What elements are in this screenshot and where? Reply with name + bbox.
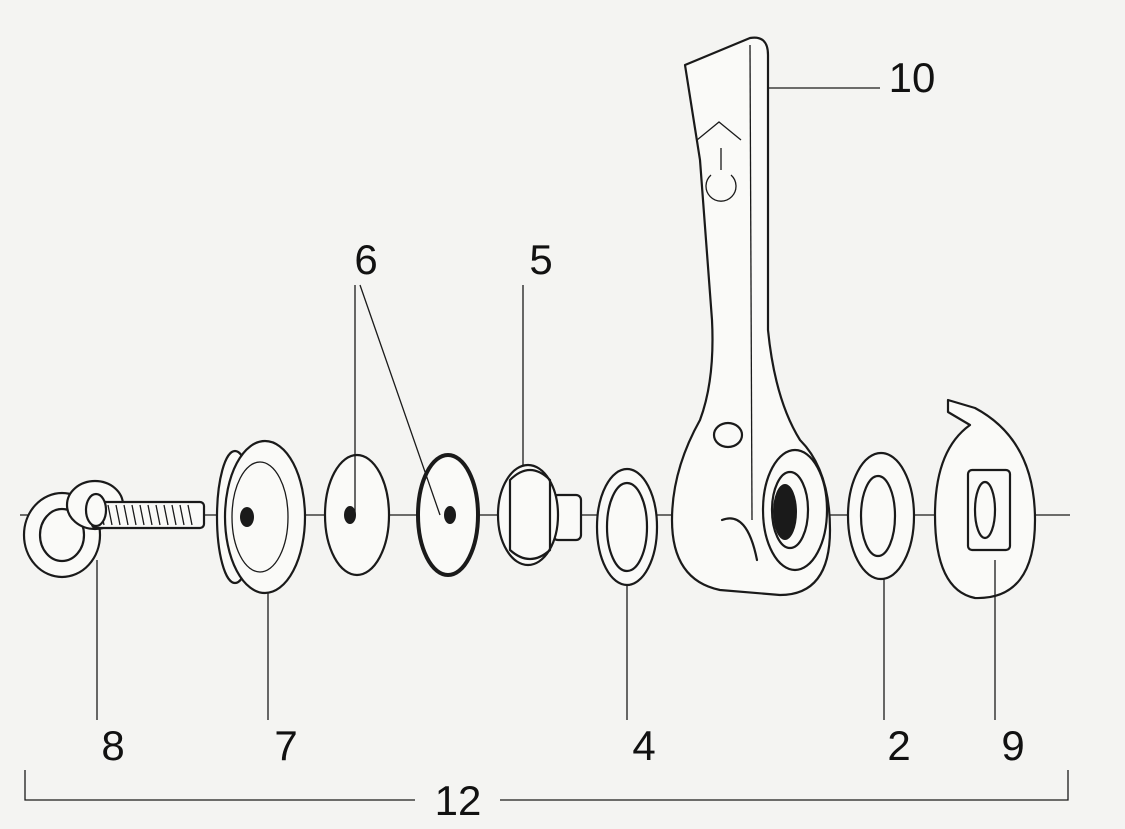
part-10-lever (670, 36, 832, 597)
label-8: 8 (101, 722, 124, 769)
label-7: 7 (274, 722, 297, 769)
label-10: 10 (889, 54, 936, 101)
part-9-clip (933, 398, 1037, 600)
part-2-washer (846, 451, 916, 581)
part-8-wing-bolt (22, 479, 206, 579)
label-6: 6 (354, 236, 377, 283)
part-4-spring-washer (595, 467, 659, 587)
part-7-cap (215, 439, 307, 595)
part-5-bushing (496, 463, 583, 567)
label-5: 5 (529, 236, 552, 283)
label-2: 2 (887, 722, 910, 769)
label-4: 4 (632, 722, 655, 769)
leader-lines (24, 87, 1069, 801)
label-9: 9 (1001, 722, 1024, 769)
part-6-washers (323, 453, 480, 577)
label-12: 12 (435, 777, 482, 824)
